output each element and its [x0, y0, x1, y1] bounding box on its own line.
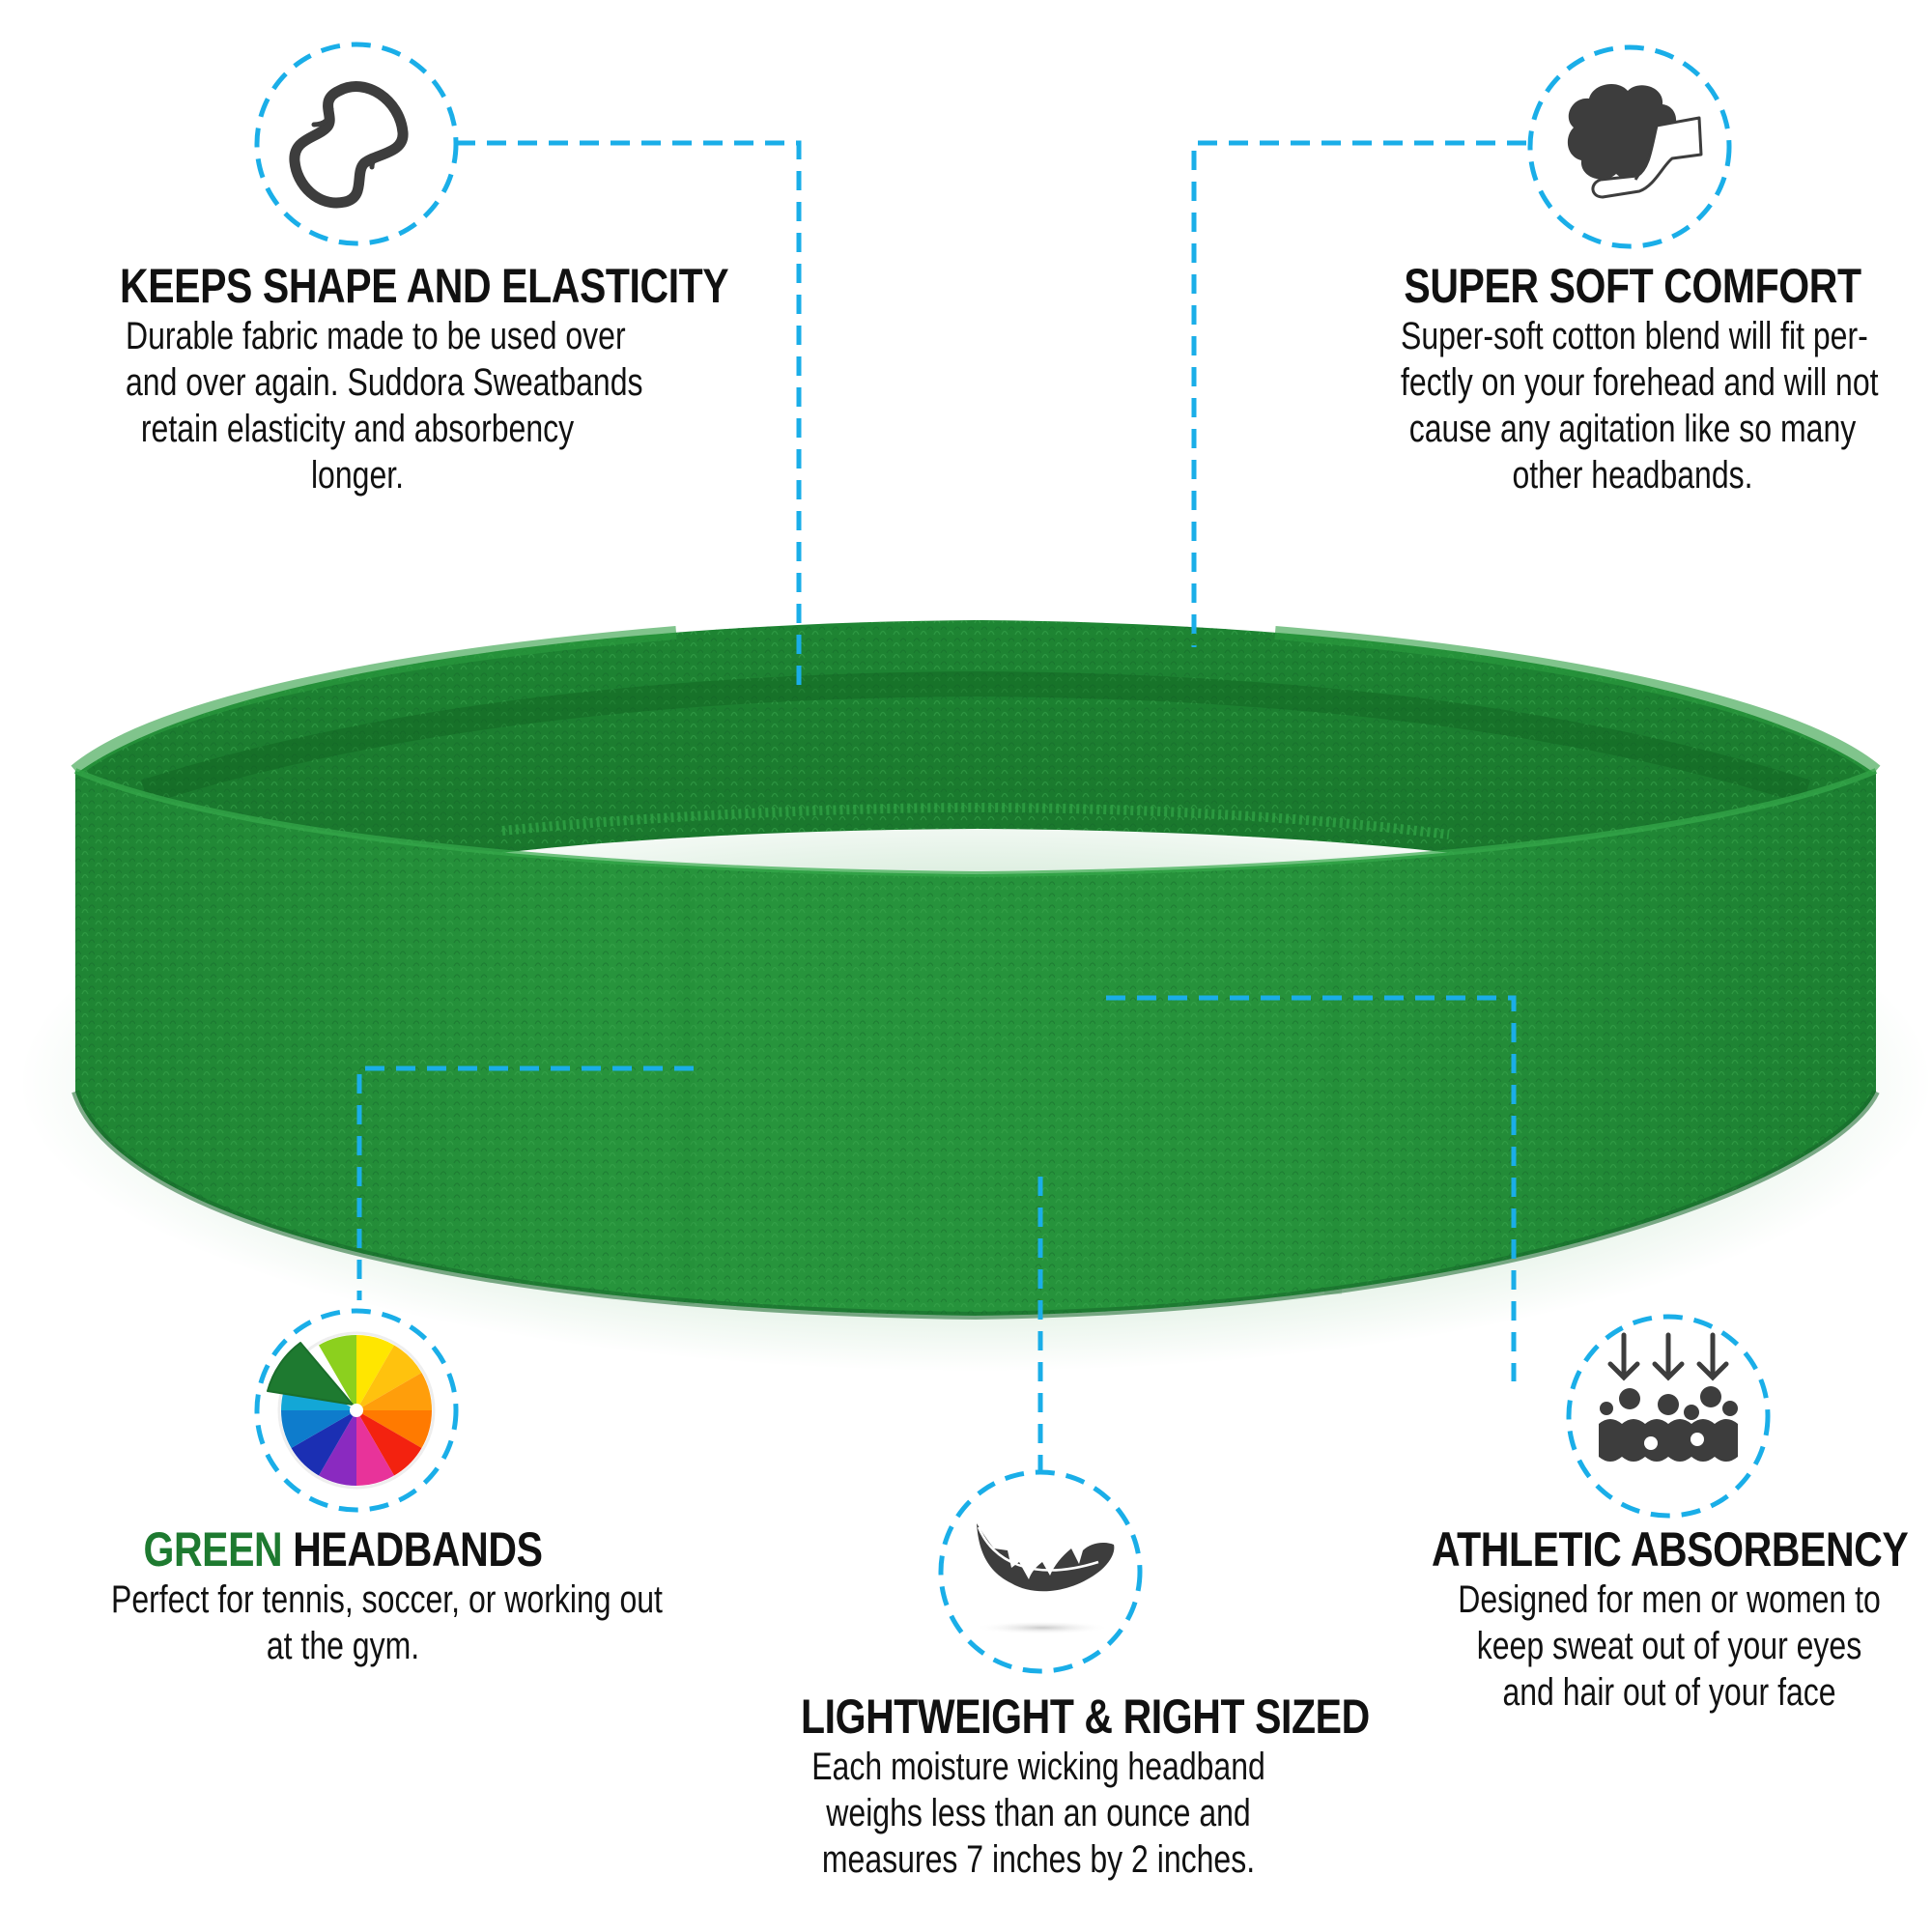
elastic-band-icon — [289, 81, 409, 209]
feature-text-line: fectly on your forehead and will not — [1401, 361, 1879, 404]
feature-heading: LIGHTWEIGHT & RIGHT SIZED — [801, 1690, 1370, 1744]
feature-text-line: Each moisture wicking headband — [811, 1746, 1265, 1788]
feature-keeps-shape: KEEPS SHAPE AND ELASTICITY Durable fabri… — [68, 259, 729, 498]
color-wheel-icon — [267, 1331, 436, 1490]
feature-text-line: keep sweat out of your eyes — [1476, 1625, 1862, 1667]
feature-text-line: Super-soft cotton blend will fit per- — [1401, 315, 1868, 357]
icon-ring-absorb — [1566, 1314, 1771, 1519]
absorbency-icon — [1599, 1332, 1738, 1462]
connector-shape — [456, 140, 802, 688]
feature-text-line: Designed for men or women to — [1458, 1578, 1881, 1621]
feather-icon — [975, 1523, 1115, 1634]
feature-text-line: longer. — [310, 454, 405, 497]
feature-text-line: weighs less than an ounce and — [826, 1792, 1251, 1834]
feature-text-line: and over again. Suddora Sweatbands — [126, 361, 643, 404]
feature-text-line: at the gym. — [266, 1625, 420, 1667]
color-name-accent: GREEN — [143, 1522, 283, 1577]
icon-ring-light — [938, 1469, 1143, 1674]
feature-text-line: cause any agitation like so many — [1408, 408, 1857, 450]
feature-heading: ATHLETIC ABSORBENCY — [1432, 1522, 1909, 1577]
feature-text-line: Perfect for tennis, soccer, or working o… — [111, 1578, 663, 1621]
connector-soft — [1191, 140, 1526, 647]
feature-heading: GREEN HEADBANDS — [105, 1522, 581, 1577]
feature-text-line: Durable fabric made to be used over — [126, 315, 626, 357]
feature-athletic-absorbency: ATHLETIC ABSORBENCY Designed for men or … — [1379, 1522, 1932, 1716]
connector-absorb — [1106, 995, 1517, 1381]
feature-green-headbands: GREEN HEADBANDS Perfect for tennis, socc… — [53, 1522, 663, 1669]
feature-text-line: measures 7 inches by 2 inches. — [821, 1838, 1256, 1881]
feature-text-line: retain elasticity and absorbency — [140, 408, 575, 450]
connector-green — [356, 1065, 694, 1300]
feature-text-line: and hair out of your face — [1502, 1671, 1836, 1714]
green-headband-image — [19, 620, 1932, 1372]
icon-ring-shape — [254, 42, 459, 246]
icon-ring-soft — [1527, 44, 1732, 249]
feature-lightweight: LIGHTWEIGHT & RIGHT SIZED Each moisture … — [749, 1690, 1370, 1883]
feature-text-line: other headbands. — [1512, 454, 1753, 497]
feature-heading: SUPER SOFT COMFORT — [1404, 259, 1861, 313]
feature-super-soft: SUPER SOFT COMFORT Super-soft cotton ble… — [1343, 259, 1922, 498]
icon-ring-green — [254, 1308, 459, 1513]
cotton-in-hand-icon — [1567, 84, 1703, 199]
feature-heading-rest: HEADBANDS — [293, 1522, 543, 1577]
feature-heading: KEEPS SHAPE AND ELASTICITY — [120, 259, 729, 313]
connector-lines — [356, 140, 1526, 1472]
